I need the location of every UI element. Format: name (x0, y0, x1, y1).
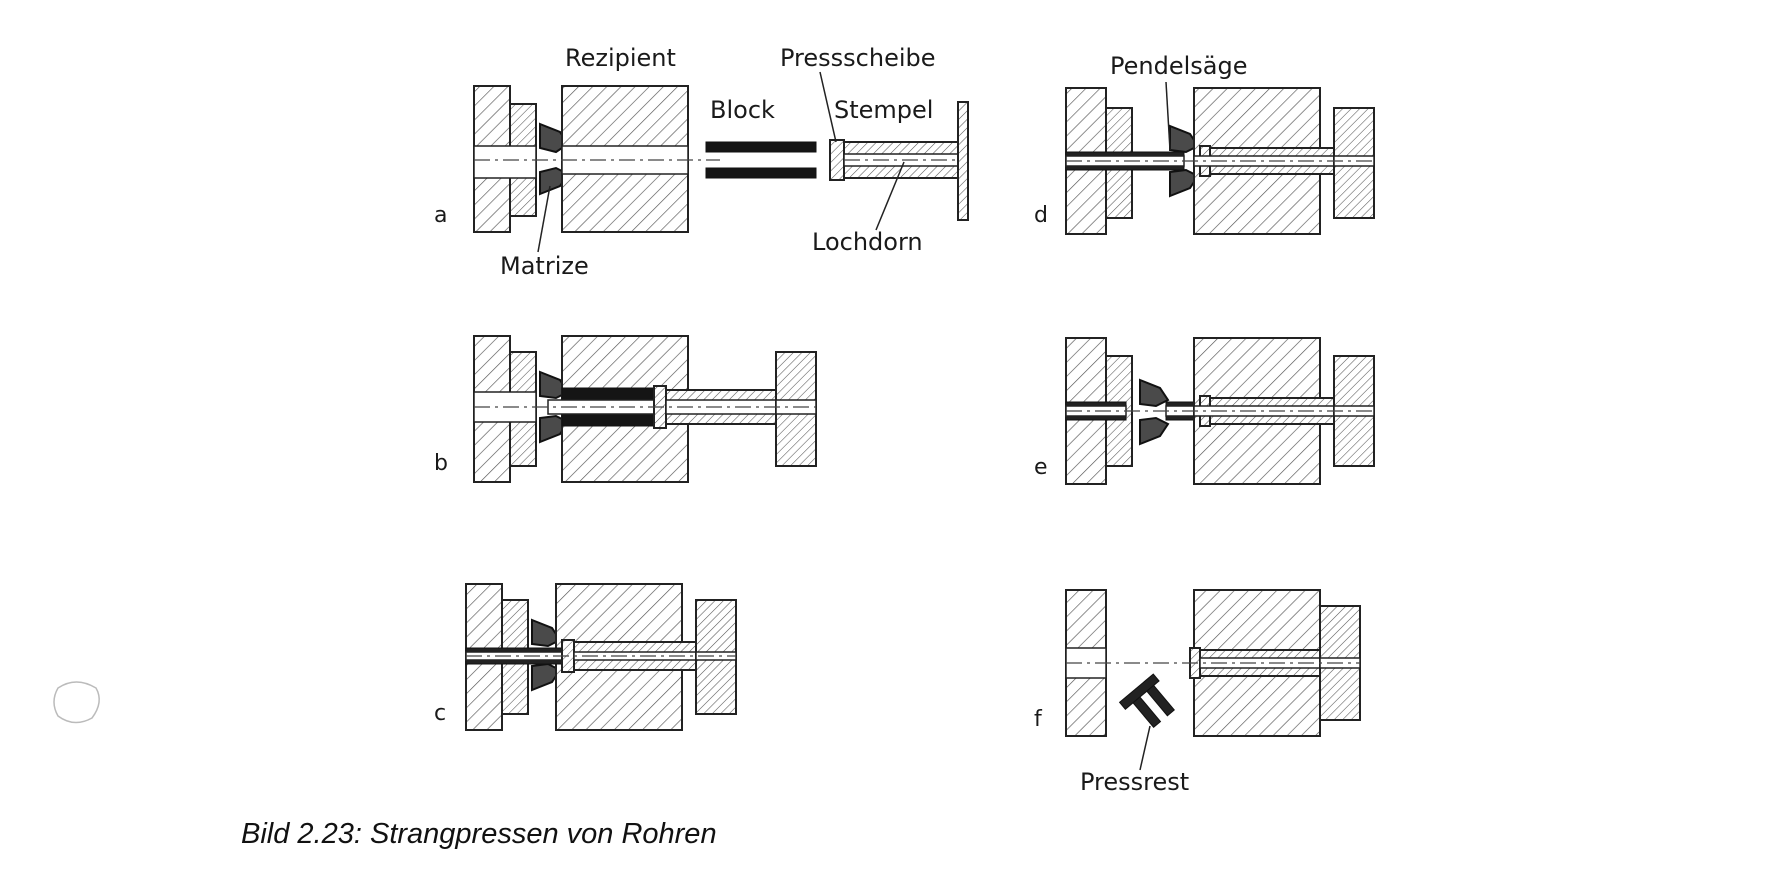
panel-f: f Pressrest (1034, 589, 1361, 796)
label-pressscheibe: Pressscheibe (780, 44, 936, 72)
panel-e: e (1034, 337, 1375, 485)
panel-letter: c (434, 701, 446, 726)
label-stempel: Stempel (834, 96, 933, 124)
label-pressrest: Pressrest (1080, 768, 1189, 796)
panel-letter: b (434, 451, 448, 476)
stray-mark (53, 681, 100, 724)
label-block: Block (710, 96, 775, 124)
leader-pendelsaege (1165, 81, 1171, 151)
leader-pressrest (1139, 725, 1151, 771)
pressrest-fragment (1118, 673, 1175, 729)
label-matrize: Matrize (500, 252, 589, 280)
panel-letter: f (1034, 707, 1043, 732)
panel-c: c (434, 583, 737, 731)
panel-a: a Rezipient Block Pressscheibe Stempel L… (434, 44, 969, 280)
label-rezipient: Rezipient (565, 44, 676, 72)
leader-pressscheibe (819, 71, 837, 143)
panel-letter: d (1034, 203, 1048, 228)
label-lochdorn: Lochdorn (812, 228, 923, 256)
figure-caption: Bild 2.23: Strangpressen von Rohren (241, 818, 717, 850)
panel-letter: a (434, 203, 447, 228)
panel-b: b (434, 335, 817, 483)
label-pendelsaege: Pendelsäge (1110, 52, 1247, 80)
leader-matrize (537, 185, 551, 253)
panel-letter: e (1034, 455, 1048, 480)
leader-lochdorn (875, 161, 905, 231)
panel-d: d Pendelsäge (1034, 52, 1375, 235)
